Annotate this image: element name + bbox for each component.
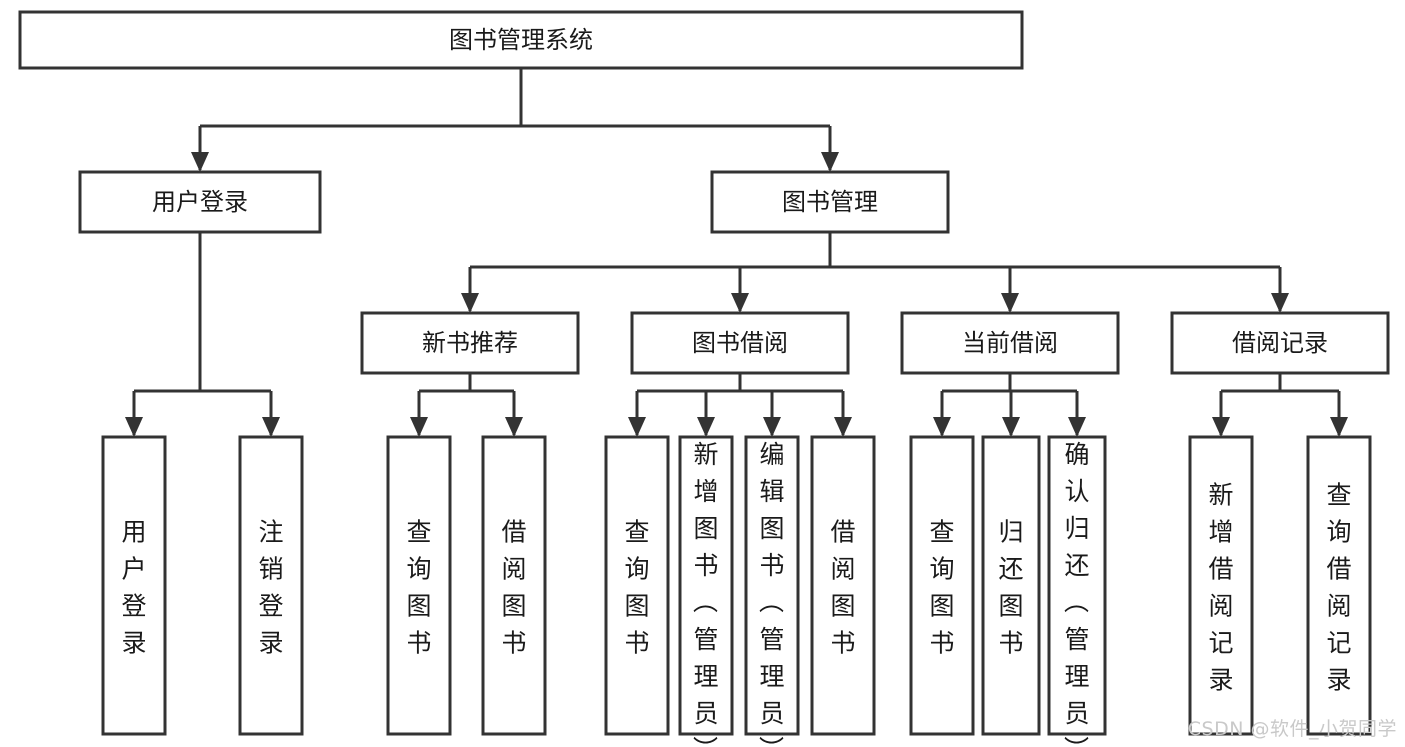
node-n-leaf-query-book-1[interactable]: 查询图书 (386, 435, 452, 736)
node-box[interactable] (604, 435, 670, 736)
node-box[interactable] (360, 311, 580, 375)
node-box[interactable] (678, 435, 734, 736)
connector-group (1212, 373, 1348, 437)
node-n-leaf-logout[interactable]: 注销登录 (238, 435, 304, 736)
node-n-leaf-query-record[interactable]: 查询借阅记录 (1306, 435, 1372, 736)
node-n-new-book-rec[interactable]: 新书推荐 (360, 311, 580, 375)
node-box[interactable] (101, 435, 167, 736)
connector-group (125, 232, 280, 437)
node-root[interactable]: 图书管理系统 (18, 10, 1024, 70)
connector-group (628, 373, 852, 437)
connector-group (933, 373, 1086, 437)
node-box[interactable] (78, 170, 322, 234)
node-n-leaf-borrow-book-2[interactable]: 借阅图书 (810, 435, 876, 736)
node-label: 新增图书（管理员） (693, 440, 719, 747)
arrow-head-icon (628, 417, 646, 437)
node-label: 用户登录 (152, 188, 248, 216)
node-box[interactable] (18, 10, 1024, 70)
node-n-leaf-borrow-book-1[interactable]: 借阅图书 (481, 435, 547, 736)
node-box[interactable] (481, 435, 547, 736)
node-label: 注销登录 (258, 517, 283, 657)
node-box[interactable] (710, 170, 950, 234)
connector-group (410, 373, 523, 437)
watermark-text: CSDN @软件_小贺同学 (1187, 718, 1397, 740)
node-box[interactable] (1188, 435, 1254, 736)
arrow-head-icon (1001, 293, 1019, 313)
node-box[interactable] (900, 311, 1120, 375)
connector-layer (125, 68, 1348, 437)
node-box[interactable] (386, 435, 452, 736)
arrow-head-icon (834, 417, 852, 437)
node-label: 图书管理系统 (449, 26, 593, 54)
arrow-head-icon (461, 293, 479, 313)
arrow-head-icon (1068, 417, 1086, 437)
node-label: 编辑图书（管理员） (759, 440, 785, 747)
arrow-head-icon (763, 417, 781, 437)
node-box[interactable] (909, 435, 975, 736)
node-label: 查询借阅记录 (1326, 480, 1351, 694)
node-label: 借阅图书 (501, 517, 526, 657)
node-label: 用户登录 (121, 517, 146, 657)
node-label: 新书推荐 (422, 329, 518, 357)
node-label: 借阅记录 (1232, 329, 1328, 357)
arrow-head-icon (697, 417, 715, 437)
node-n-leaf-add-record[interactable]: 新增借阅记录 (1188, 435, 1254, 736)
arrow-head-icon (1002, 417, 1020, 437)
node-box[interactable] (238, 435, 304, 736)
node-label: 确认归还（管理员） (1064, 440, 1090, 747)
arrow-head-icon (1212, 417, 1230, 437)
node-n-leaf-edit-book[interactable]: 编辑图书（管理员） (744, 435, 800, 747)
node-n-leaf-confirm-return[interactable]: 确认归还（管理员） (1047, 435, 1107, 747)
arrow-head-icon (1271, 293, 1289, 313)
node-label: 借阅图书 (830, 517, 855, 657)
node-n-leaf-query-book-2[interactable]: 查询图书 (604, 435, 670, 736)
connector-group (461, 232, 1289, 313)
node-label: 查询图书 (929, 517, 954, 657)
node-label: 查询图书 (406, 517, 431, 657)
node-box[interactable] (744, 435, 800, 736)
node-n-leaf-return-book[interactable]: 归还图书 (981, 435, 1041, 736)
arrow-head-icon (821, 152, 839, 172)
node-label: 查询图书 (624, 517, 649, 657)
node-box[interactable] (1306, 435, 1372, 736)
node-label: 新增借阅记录 (1208, 480, 1233, 694)
node-label: 图书借阅 (692, 329, 788, 357)
node-n-book-mgmt[interactable]: 图书管理 (710, 170, 950, 234)
connector-group (191, 68, 839, 172)
node-layer: 图书管理系统用户登录图书管理新书推荐图书借阅当前借阅借阅记录用户登录注销登录查询… (18, 10, 1390, 747)
arrow-head-icon (410, 417, 428, 437)
node-box[interactable] (981, 435, 1041, 736)
node-box[interactable] (1170, 311, 1390, 375)
arrow-head-icon (125, 417, 143, 437)
node-box[interactable] (810, 435, 876, 736)
arrow-head-icon (262, 417, 280, 437)
node-box[interactable] (1047, 435, 1107, 736)
node-n-book-borrow[interactable]: 图书借阅 (630, 311, 850, 375)
arrow-head-icon (1330, 417, 1348, 437)
arrow-head-icon (731, 293, 749, 313)
node-n-leaf-query-book-3[interactable]: 查询图书 (909, 435, 975, 736)
node-n-leaf-user-login[interactable]: 用户登录 (101, 435, 167, 736)
node-n-current-borrow[interactable]: 当前借阅 (900, 311, 1120, 375)
node-n-borrow-record[interactable]: 借阅记录 (1170, 311, 1390, 375)
node-box[interactable] (630, 311, 850, 375)
arrow-head-icon (191, 152, 209, 172)
node-label: 归还图书 (998, 517, 1023, 657)
arrow-head-icon (933, 417, 951, 437)
node-label: 当前借阅 (962, 329, 1058, 357)
arrow-head-icon (505, 417, 523, 437)
node-label: 图书管理 (782, 188, 878, 216)
node-n-leaf-add-book[interactable]: 新增图书（管理员） (678, 435, 734, 747)
node-n-user-login[interactable]: 用户登录 (78, 170, 322, 234)
